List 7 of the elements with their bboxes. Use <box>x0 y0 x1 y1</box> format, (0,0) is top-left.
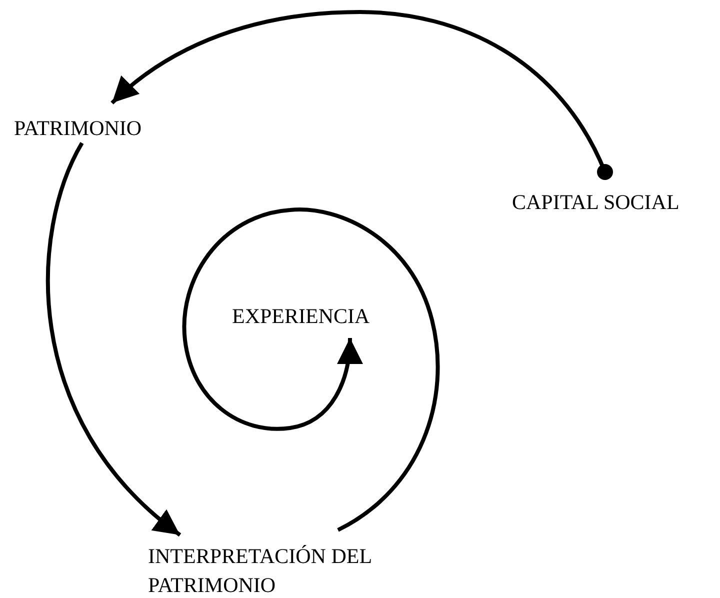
arrow <box>110 10 613 180</box>
node-label: CAPITAL SOCIAL <box>512 188 718 217</box>
node-label: INTERPRETACIÓN DEL PATRIMONIO <box>148 542 372 598</box>
node-label: PATRIMONIO <box>14 114 174 143</box>
arrow <box>182 208 440 532</box>
node-label: EXPERIENCIA <box>232 302 404 331</box>
arrow <box>46 142 182 537</box>
